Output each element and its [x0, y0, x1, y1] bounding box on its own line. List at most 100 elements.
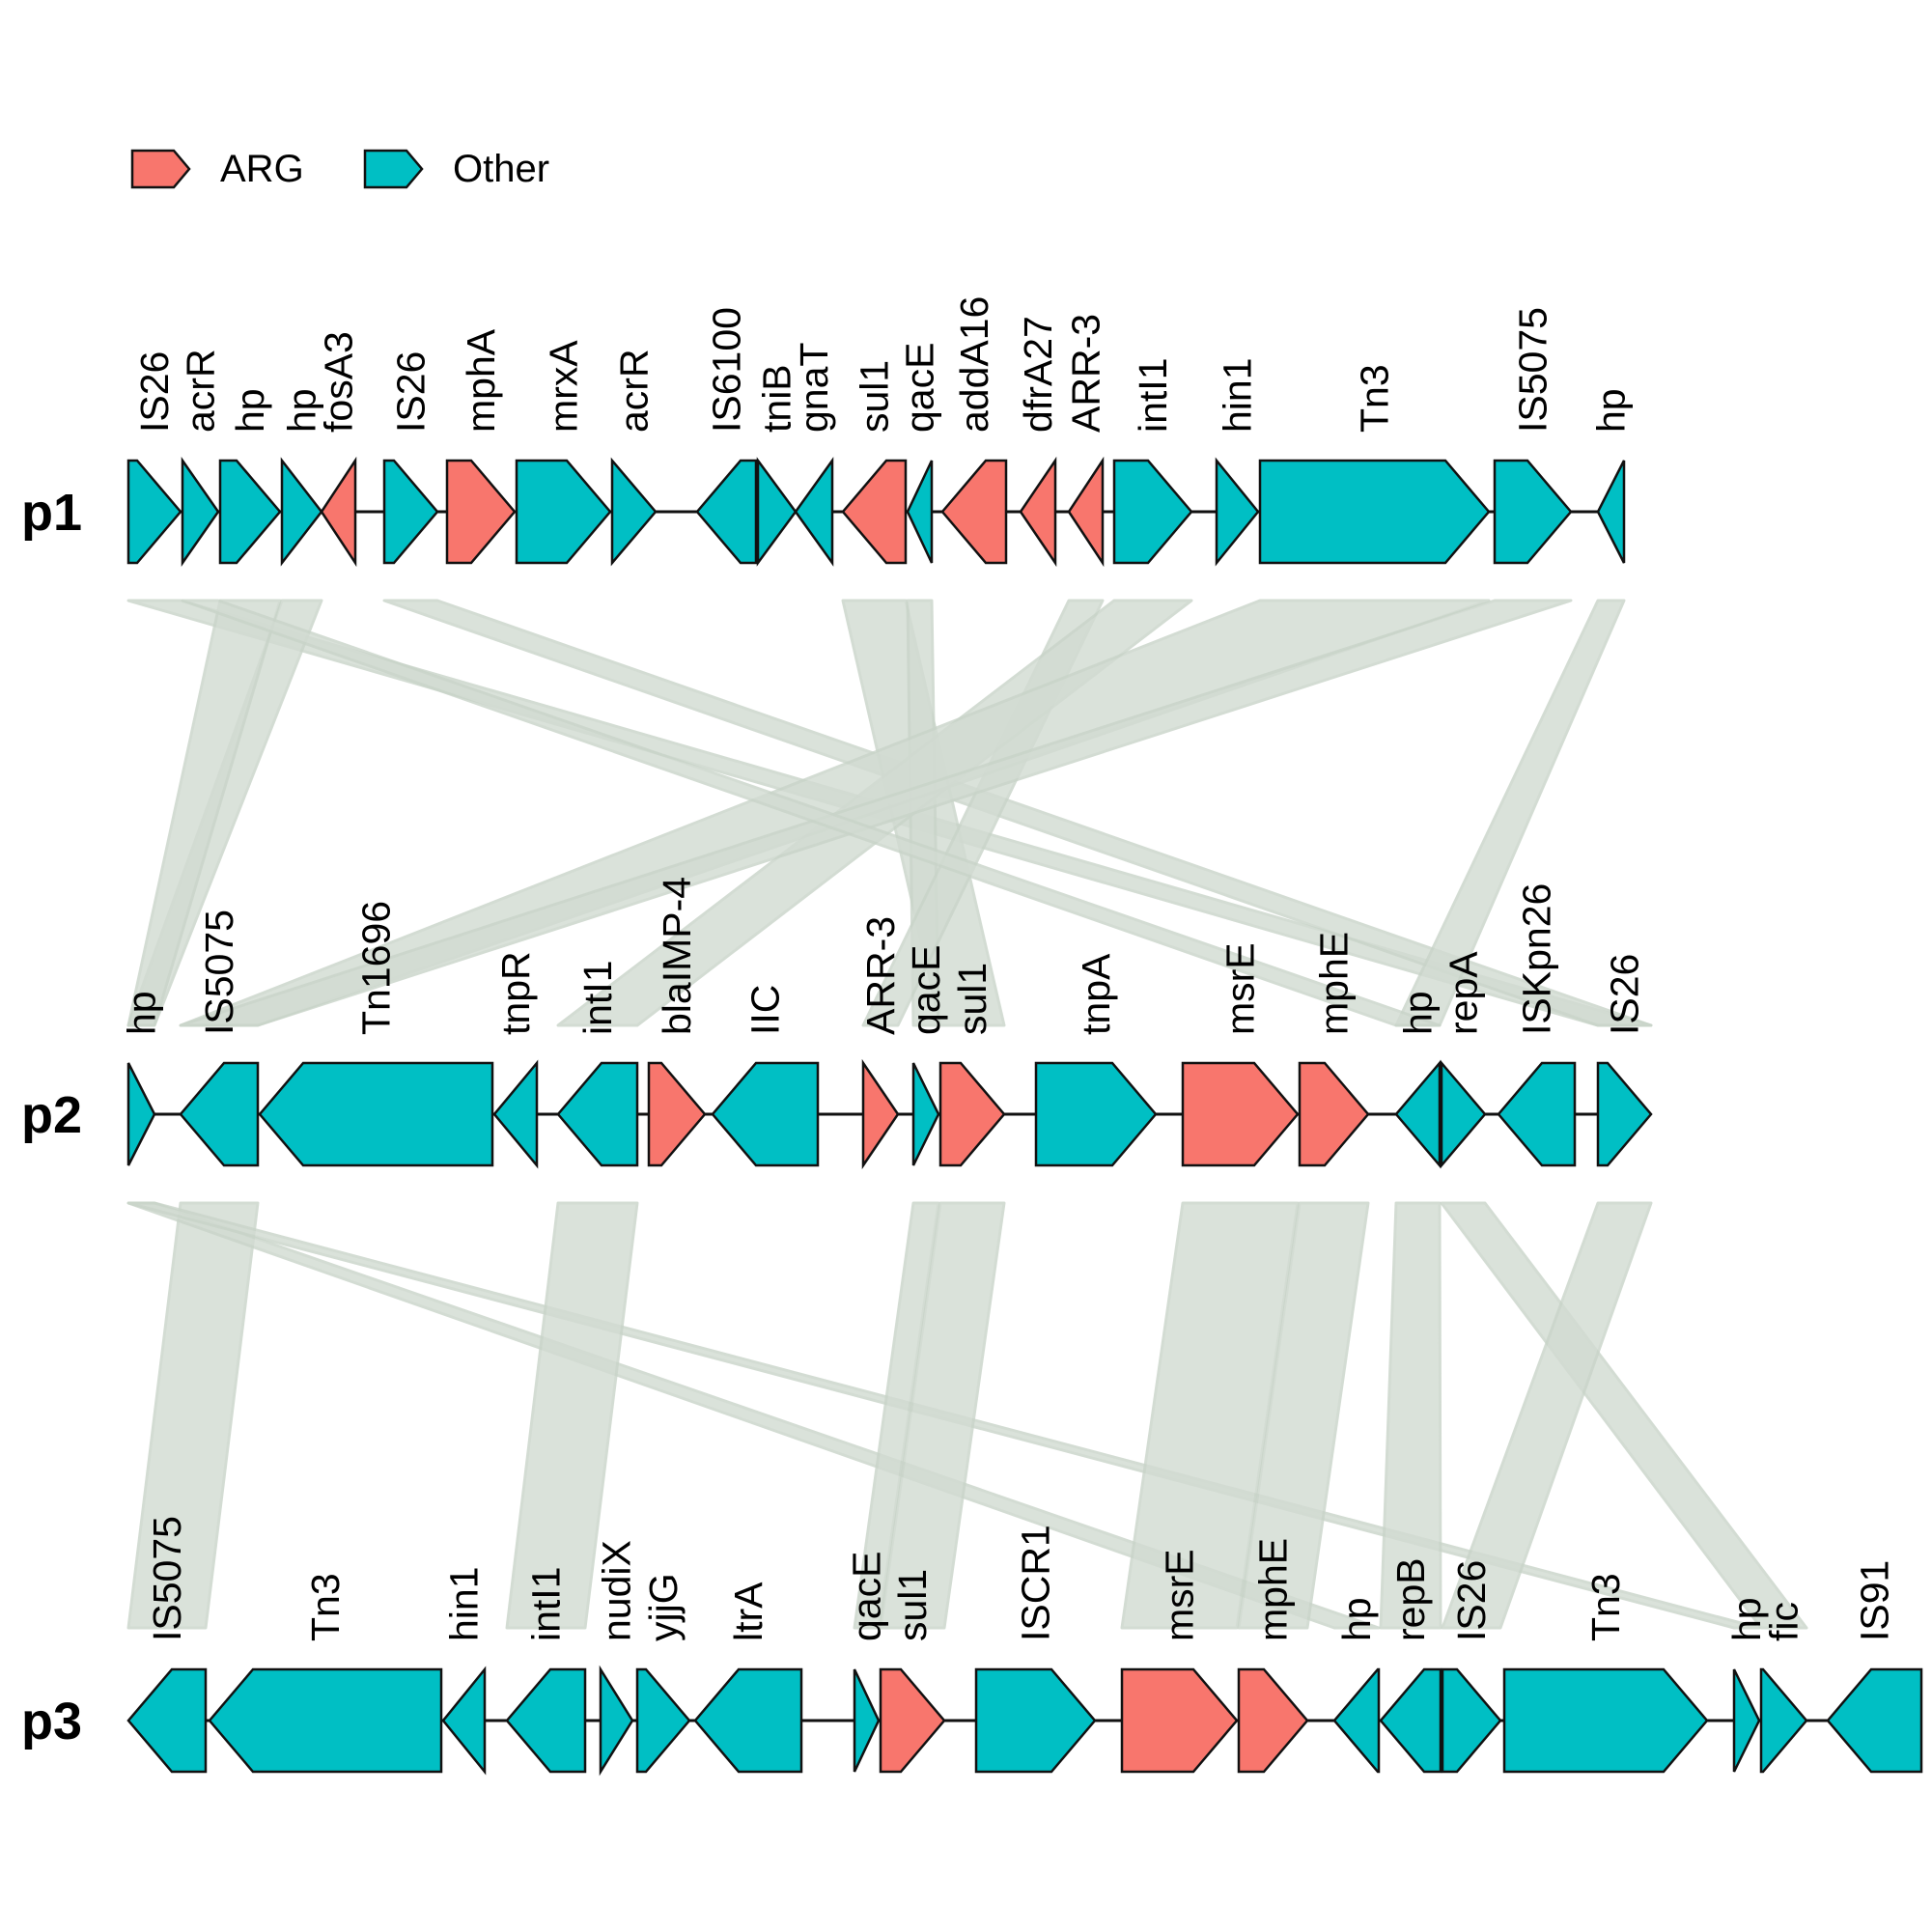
gene-p1-1 [181, 457, 220, 567]
gene-p2-12 [1298, 1061, 1370, 1167]
gene-label-p1-15: dfrA27 [1016, 316, 1060, 433]
track-label-p3: p3 [21, 1693, 82, 1750]
gene-p1-14 [940, 459, 1008, 565]
homology-link-9 [179, 599, 1573, 1027]
gene-label-p1-13: qacE [898, 343, 942, 433]
homology-link-12 [126, 1201, 260, 1630]
gene-p1-16 [1067, 456, 1105, 568]
gene-p2-9 [938, 1061, 1006, 1167]
gene-p1-11 [794, 457, 834, 567]
gene-p1-3 [280, 457, 323, 567]
gene-label-p2-7: ARR-3 [858, 916, 903, 1035]
gene-label-p3-7: qacE [845, 1552, 889, 1641]
track-label-p1: p1 [21, 484, 82, 542]
gene-label-p1-18: hin1 [1216, 357, 1260, 433]
gene-label-p1-21: hp [1589, 388, 1634, 433]
gene-p1-5 [382, 459, 439, 565]
gene-label-p2-15: ISKpn26 [1515, 883, 1559, 1035]
gene-label-p2-9: sul1 [950, 963, 994, 1035]
gene-p2-14 [1440, 1059, 1487, 1169]
gene-label-p2-6: IIC [743, 985, 788, 1035]
gene-p3-15 [1502, 1667, 1709, 1774]
gene-p3-14 [1441, 1667, 1502, 1774]
gene-label-p3-5: yjjG [641, 1573, 686, 1641]
homology-link-17 [879, 1201, 1006, 1630]
gene-p3-6 [693, 1667, 803, 1774]
gene-p1-18 [1215, 457, 1260, 567]
gene-p3-7 [853, 1668, 881, 1773]
gene-p2-0 [126, 1062, 156, 1166]
gene-label-p2-12: mphE [1312, 932, 1357, 1035]
gene-label-p1-1: acrR [179, 349, 223, 433]
homology-link-16 [853, 1201, 940, 1630]
gene-label-p3-18: IS91 [1853, 1560, 1897, 1641]
gene-label-p1-3: hp [280, 388, 324, 433]
gene-p2-15 [1497, 1061, 1577, 1167]
gene-p1-9 [695, 459, 758, 565]
gene-label-p3-13: repB [1388, 1557, 1433, 1641]
gene-p2-3 [492, 1059, 539, 1169]
gene-label-p1-8: acrR [612, 349, 657, 433]
gene-p2-8 [911, 1062, 940, 1166]
gene-label-p1-11: gnaT [792, 343, 836, 433]
homology-link-2 [126, 599, 282, 1027]
gene-p1-13 [906, 460, 934, 564]
gene-label-p1-12: sul1 [853, 360, 897, 433]
gene-p3-0 [126, 1667, 208, 1774]
legend-item-other: Other [363, 148, 549, 190]
gene-label-p2-4: intI1 [575, 961, 620, 1036]
gene-label-p2-3: tnpR [493, 951, 538, 1035]
gene-label-p3-0: IS5075 [145, 1516, 189, 1641]
gene-p1-2 [218, 459, 282, 565]
gene-label-p2-13: hp [1396, 991, 1441, 1035]
gene-p2-4 [556, 1061, 639, 1167]
gene-p1-15 [1019, 456, 1057, 568]
gene-p1-4 [320, 456, 357, 568]
gene-label-p1-7: mrxA [542, 340, 586, 433]
gene-p2-10 [1034, 1061, 1158, 1167]
gene-p1-8 [610, 457, 658, 567]
gene-label-p1-16: ARR-3 [1064, 314, 1108, 433]
gene-p1-20 [1493, 459, 1573, 565]
gene-p1-0 [126, 459, 182, 565]
gene-label-p1-20: IS5075 [1511, 307, 1555, 433]
gene-p3-16 [1732, 1668, 1761, 1773]
gene-label-p3-2: hin1 [442, 1566, 487, 1641]
gene-label-p1-10: tniB [755, 364, 799, 433]
gene-label-p3-12: hp [1334, 1597, 1379, 1641]
homology-link-3 [382, 599, 1653, 1027]
homology-link-21 [1440, 1201, 1808, 1630]
gene-p2-7 [861, 1058, 900, 1170]
gene-p1-12 [841, 459, 908, 565]
gene-p3-18 [1826, 1667, 1923, 1774]
homology-link-15 [505, 1201, 639, 1630]
homology-link-18 [1120, 1201, 1300, 1630]
gene-p1-19 [1258, 459, 1491, 565]
gene-label-p1-5: IS26 [389, 351, 434, 433]
gene-label-p2-0: hp [120, 991, 164, 1035]
gene-p2-11 [1181, 1061, 1300, 1167]
gene-p1-10 [756, 457, 798, 567]
gene-label-p3-11: mphE [1251, 1538, 1296, 1641]
gene-label-p1-9: IS6100 [705, 307, 749, 433]
gene-p3-13 [1379, 1667, 1442, 1774]
gene-label-p3-4: nudiX [595, 1540, 639, 1641]
gene-label-p3-9: ISCR1 [1014, 1525, 1058, 1641]
gene-label-p1-6: mphA [459, 328, 503, 433]
gene-label-p2-11: msrE [1218, 942, 1263, 1035]
gene-p3-2 [441, 1666, 487, 1776]
gene-label-p1-19: Tn3 [1353, 364, 1397, 433]
gene-label-p3-15: Tn3 [1583, 1573, 1628, 1641]
homology-links [126, 599, 1808, 1630]
gene-p3-3 [505, 1667, 587, 1774]
gene-p3-17 [1759, 1667, 1808, 1774]
legend-other-swatch [363, 149, 424, 189]
homology-link-22 [1441, 1201, 1653, 1630]
gene-label-p3-6: ltrA [726, 1582, 770, 1641]
gene-p3-1 [208, 1667, 443, 1774]
gene-p1-7 [515, 459, 612, 565]
legend-item-arg: ARG [130, 148, 304, 190]
homology-link-20 [1379, 1201, 1442, 1630]
